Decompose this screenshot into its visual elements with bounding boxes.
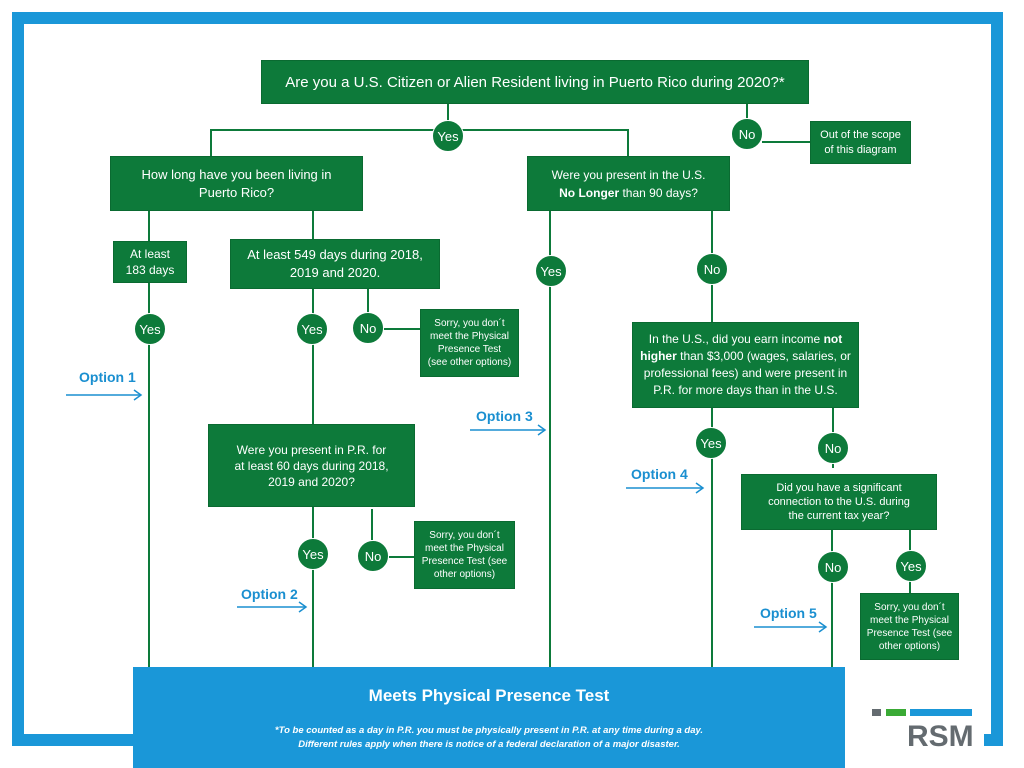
sorry-text: Sorry, you don´t meet the Physical Prese…	[866, 601, 953, 652]
question-text: than 90 days?	[622, 185, 698, 200]
question-connection: Did you have a significant connection to…	[741, 474, 937, 530]
question-income: In the U.S., did you earn income not hig…	[632, 322, 859, 408]
arrow-right-icon	[470, 424, 547, 436]
no-badge: No	[357, 540, 389, 572]
question-text: No Longer than 90 days?	[559, 184, 698, 202]
no-label: No	[824, 559, 842, 575]
arrow-right-icon	[66, 389, 143, 401]
footnote-line: *To be counted as a day in P.R. you must…	[274, 725, 704, 736]
yes-label: Yes	[700, 435, 722, 451]
yes-label: Yes	[302, 546, 324, 562]
answer-text: At least 183 days	[125, 247, 175, 277]
connector-line	[367, 289, 369, 313]
logo-bar-blue	[910, 709, 972, 716]
no-label: No	[364, 548, 382, 564]
answer-at-least-183: At least 183 days	[113, 241, 187, 283]
yes-label: Yes	[900, 558, 922, 574]
connector-line	[746, 104, 748, 120]
scope-text: Out of the scope of this diagram	[820, 128, 901, 156]
question-text: than $3,000 (wages, salaries, or profess…	[643, 349, 851, 397]
arrow-right-icon	[754, 621, 828, 633]
option-3-label: Option 3	[476, 408, 533, 424]
no-label: No	[359, 320, 377, 336]
no-label: No	[824, 440, 842, 456]
question-citizen-resident: Are you a U.S. Citizen or Alien Resident…	[261, 60, 809, 104]
connector-line	[447, 104, 449, 130]
arrow-right-icon	[237, 601, 308, 613]
no-badge: No	[817, 551, 849, 583]
question-text: How long have you been living in Puerto …	[141, 166, 332, 200]
rsm-logo: RSM	[907, 720, 974, 753]
sorry-box: Sorry, you don´t meet the Physical Prese…	[420, 309, 519, 377]
yes-badge: Yes	[134, 313, 166, 345]
yes-badge: Yes	[695, 427, 727, 459]
yes-badge: Yes	[895, 550, 927, 582]
sorry-box: Sorry, you don´t meet the Physical Prese…	[414, 521, 515, 589]
option-1-label: Option 1	[79, 369, 136, 385]
sorry-text: Sorry, you don´t meet the Physical Prese…	[421, 530, 508, 580]
yes-badge: Yes	[296, 313, 328, 345]
option-2-label: Option 2	[241, 586, 298, 602]
sorry-text: Sorry, you don´t meet the Physical Prese…	[427, 318, 512, 368]
frame-bottom-left	[12, 734, 134, 746]
connector-line	[371, 509, 373, 540]
connector-line	[210, 129, 212, 156]
no-label: No	[703, 261, 721, 277]
no-label: No	[738, 126, 756, 142]
result-box: Meets Physical Presence Test *To be coun…	[133, 667, 845, 768]
question-how-long: How long have you been living in Puerto …	[110, 156, 363, 211]
yes-badge: Yes	[297, 538, 329, 570]
no-badge: No	[817, 432, 849, 464]
arrow-right-icon	[626, 482, 705, 494]
connector-line	[384, 328, 420, 330]
question-text: Are you a U.S. Citizen or Alien Resident…	[285, 73, 785, 91]
option-5-label: Option 5	[760, 605, 817, 621]
answer-at-least-549: At least 549 days during 2018, 2019 and …	[230, 239, 440, 289]
out-of-scope-box: Out of the scope of this diagram	[810, 121, 911, 164]
yes-badge: Yes	[535, 255, 567, 287]
connector-line	[210, 129, 628, 131]
yes-badge: Yes	[432, 120, 464, 152]
connector-line	[831, 530, 833, 667]
sorry-box: Sorry, you don´t meet the Physical Prese…	[860, 593, 959, 660]
question-text: Did you have a significant connection to…	[768, 482, 910, 522]
frame-bottom-right	[984, 734, 1003, 746]
question-text: In the U.S., did you earn income	[648, 332, 821, 346]
connector-line	[389, 556, 414, 558]
no-badge: No	[696, 253, 728, 285]
question-text: In the U.S., did you earn income not hig…	[639, 331, 852, 399]
result-footnote: *To be counted as a day in P.R. you must…	[133, 724, 845, 752]
question-present-us: Were you present in the U.S. No Longer t…	[527, 156, 730, 211]
page-frame	[12, 12, 1003, 740]
yes-label: Yes	[139, 321, 161, 337]
connector-line	[627, 129, 629, 156]
question-emphasis: No Longer	[559, 185, 620, 200]
connector-line	[148, 211, 150, 667]
connector-line	[762, 141, 810, 143]
yes-label: Yes	[540, 263, 562, 279]
logo-bar-green	[886, 709, 906, 716]
answer-text: At least 549 days during 2018, 2019 and …	[247, 247, 423, 280]
yes-label: Yes	[437, 128, 459, 144]
result-title: Meets Physical Presence Test	[368, 686, 610, 705]
logo-bar-gray	[872, 709, 881, 716]
question-text: Were you present in the U.S.	[551, 167, 706, 182]
yes-label: Yes	[301, 321, 323, 337]
question-text: Were you present in P.R. for at least 60…	[234, 442, 389, 489]
option-4-label: Option 4	[631, 466, 688, 482]
no-badge: No	[352, 312, 384, 344]
footnote-line: Different rules apply when there is noti…	[298, 739, 680, 750]
connector-line	[549, 211, 551, 667]
no-badge: No	[731, 118, 763, 150]
question-present-pr-60: Were you present in P.R. for at least 60…	[208, 424, 415, 507]
question-emphasis: not higher	[640, 332, 843, 363]
